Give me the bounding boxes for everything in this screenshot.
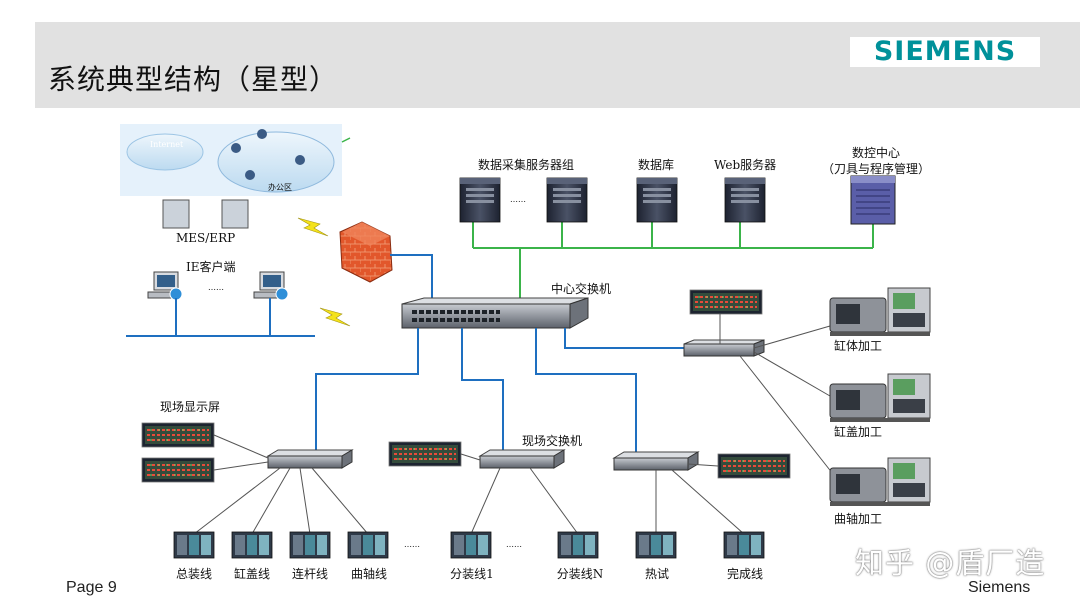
wireless-icon xyxy=(319,307,351,327)
field-display-label: 现场显示屏 xyxy=(160,400,221,414)
plc-icon xyxy=(450,531,492,559)
central-switch-icon xyxy=(401,297,589,329)
field-switch-icon xyxy=(612,451,700,471)
display-links xyxy=(213,434,719,471)
line-dots: …… xyxy=(506,540,522,549)
plc-icon xyxy=(173,531,215,559)
line-rod-label: 连杆线 xyxy=(291,567,329,581)
link-switch-machining xyxy=(564,328,686,349)
mes-server-icon xyxy=(162,199,190,229)
collection-server-icon xyxy=(546,177,588,223)
cylinder-block-label: 缸体加工 xyxy=(834,339,883,353)
field-switch-label: 现场交换机 xyxy=(522,434,583,448)
field-display-icon xyxy=(388,441,462,467)
field-switch-icon xyxy=(478,449,566,469)
database-label: 数据库 xyxy=(638,158,675,172)
server-group-label: 数据采集服务器组 xyxy=(478,158,575,172)
server-bus xyxy=(472,218,874,300)
user-icon xyxy=(245,170,255,180)
plc-icon xyxy=(723,531,765,559)
line-subN-label: 分装线N xyxy=(556,567,604,581)
line-crank-label: 曲轴线 xyxy=(350,567,388,581)
plc-icon xyxy=(347,531,389,559)
line-dots: …… xyxy=(404,540,420,549)
line-head-label: 缸盖线 xyxy=(233,567,271,581)
nc-center-label: 数控中心 xyxy=(851,146,901,160)
user-icon xyxy=(257,129,267,139)
line-finish-label: 完成线 xyxy=(726,567,764,581)
field-switch-icon xyxy=(266,449,354,469)
cylinder-head-label: 缸盖加工 xyxy=(834,425,883,439)
web-server-icon xyxy=(724,177,766,223)
nc-center-sublabel: （刀具与程序管理） xyxy=(821,162,931,176)
line-sub1-label: 分装线1 xyxy=(450,567,494,581)
machine-links xyxy=(739,325,845,489)
field-display-icon xyxy=(141,422,215,448)
field-display-icon xyxy=(141,457,215,483)
line-total-label: 总装线 xyxy=(175,567,213,581)
machining-display-icon xyxy=(689,289,763,315)
server-dots: …… xyxy=(510,195,526,204)
erp-server-icon xyxy=(221,199,249,229)
cnc-machine-icon xyxy=(829,457,931,507)
watermark: 知乎 @盾厂造 xyxy=(855,546,1046,580)
line-heat-label: 热试 xyxy=(644,567,670,581)
central-switch-label: 中心交换机 xyxy=(551,282,612,296)
ie-client-pc-icon xyxy=(253,271,289,301)
cnc-machine-icon xyxy=(829,373,931,423)
collection-server-icon xyxy=(459,177,501,223)
database-server-icon xyxy=(636,177,678,223)
plc-icon xyxy=(557,531,599,559)
footer-brand: Siemens xyxy=(968,579,1031,596)
plc-links xyxy=(193,467,745,535)
page-number: Page 9 xyxy=(66,579,117,596)
firewall-link xyxy=(390,254,433,300)
internet-cloud xyxy=(126,133,204,171)
link-switch-2 xyxy=(461,328,504,450)
internet-label: Internet xyxy=(150,140,184,149)
cloud-link xyxy=(341,137,351,143)
link-switch-1 xyxy=(315,328,419,450)
ie-client-label: IE客户端 xyxy=(186,260,236,274)
siemens-logo: SIEMENS xyxy=(850,37,1040,67)
plc-icon xyxy=(635,531,677,559)
nc-center-server-icon xyxy=(850,175,896,225)
ie-client-pc-icon xyxy=(147,271,183,301)
page-title: 系统典型结构（星型） xyxy=(48,63,339,96)
crankshaft-label: 曲轴加工 xyxy=(834,512,883,526)
web-server-label: Web服务器 xyxy=(714,158,777,172)
field-display-icon xyxy=(717,453,791,479)
user-icon xyxy=(295,155,305,165)
plc-icon xyxy=(289,531,331,559)
link-switch-3 xyxy=(535,328,637,454)
mes-erp-label: MES/ERP xyxy=(176,231,236,245)
wireless-icon xyxy=(297,217,329,237)
user-icon xyxy=(231,143,241,153)
firewall-icon xyxy=(339,221,393,283)
ie-dots: …… xyxy=(208,283,224,292)
office-label: 办公区 xyxy=(268,183,292,192)
machining-switch-icon xyxy=(683,339,765,357)
plc-icon xyxy=(231,531,273,559)
cnc-machine-icon xyxy=(829,287,931,337)
ie-client-bus xyxy=(126,298,315,337)
